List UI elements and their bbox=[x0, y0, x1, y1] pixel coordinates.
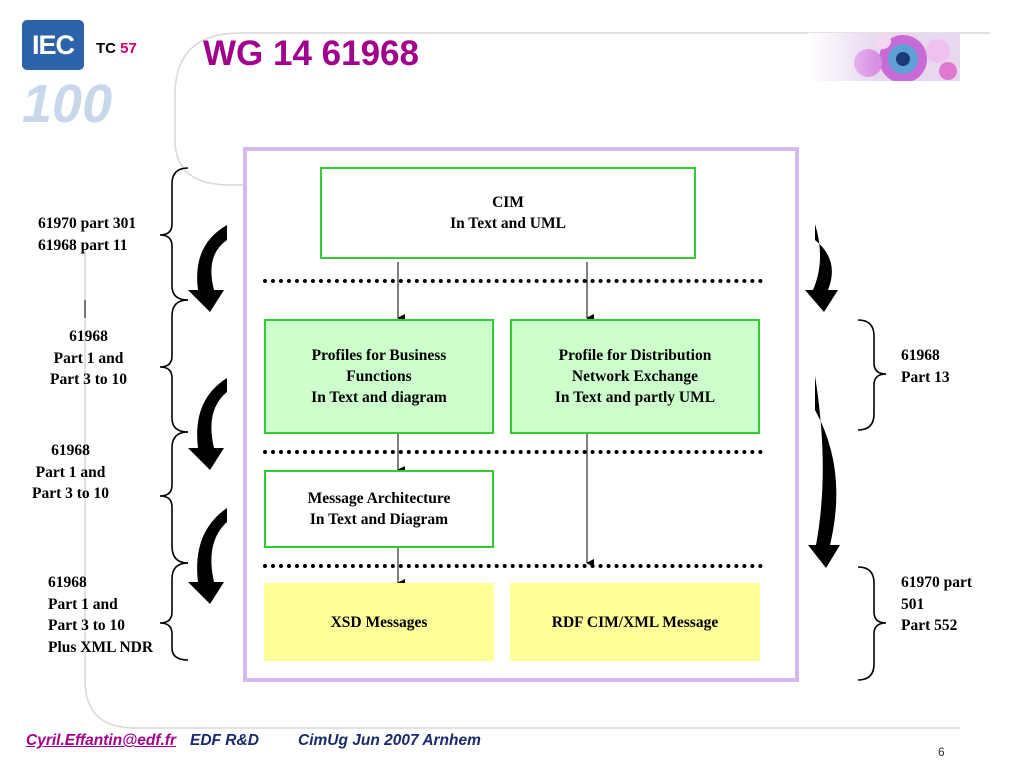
iec-100-logo: 100 bbox=[22, 74, 113, 134]
dotted-separator-1 bbox=[263, 279, 763, 283]
left-label-3: 61968 Part 1 and Part 3 to 10 bbox=[32, 442, 110, 502]
right-curved-arrow-2 bbox=[808, 376, 840, 568]
left-brace-3 bbox=[159, 431, 189, 564]
footer-event: CimUg Jun 2007 Arnhem bbox=[298, 732, 481, 749]
profile-distribution-box: Profile for Distribution Network Exchang… bbox=[510, 319, 760, 434]
rdf-message-box: RDF CIM/XML Message bbox=[510, 583, 760, 661]
dotted-separator-3 bbox=[263, 564, 763, 568]
left-label-2: 61968 Part 1 and Part 3 to 10 bbox=[50, 328, 128, 388]
dotted-separator-2 bbox=[263, 450, 763, 454]
right-brace-2 bbox=[857, 566, 887, 681]
left-label-4: 61968 Part 1 and Part 3 to 10 Plus XML N… bbox=[48, 574, 154, 656]
left-brace-1 bbox=[159, 167, 189, 301]
left-curved-arrow-3 bbox=[188, 508, 227, 604]
footer-organization: EDF R&D bbox=[190, 732, 259, 749]
xsd-messages-box: XSD Messages bbox=[264, 583, 494, 661]
slide-title: WG 14 61968 bbox=[203, 34, 419, 73]
tc-label: TC 57 bbox=[96, 40, 137, 57]
tc-prefix: TC bbox=[96, 40, 116, 57]
left-curved-arrow-2 bbox=[188, 378, 227, 470]
left-brace-4 bbox=[159, 562, 189, 661]
right-label-1: 61968 Part 13 bbox=[901, 347, 950, 386]
footer-email-link[interactable]: Cyril.Effantin@edf.fr bbox=[26, 732, 177, 749]
profiles-business-box: Profiles for Business Functions In Text … bbox=[264, 319, 494, 434]
left-label-1: 61970 part 301 61968 part 11 bbox=[38, 215, 137, 254]
left-curved-arrow-1 bbox=[188, 225, 227, 312]
right-curved-arrow-1 bbox=[805, 224, 838, 312]
left-brace-2 bbox=[159, 299, 189, 433]
page-number: 6 bbox=[938, 745, 945, 759]
message-architecture-box: Message Architecture In Text and Diagram bbox=[264, 470, 494, 548]
right-brace-1 bbox=[857, 319, 887, 431]
right-label-2: 61970 part 501 Part 552 bbox=[901, 574, 973, 634]
iec-logo: IEC bbox=[22, 20, 84, 70]
tc-number: 57 bbox=[120, 40, 137, 57]
cim-box: CIM In Text and UML bbox=[320, 167, 696, 259]
decorative-banner-image bbox=[808, 33, 960, 81]
